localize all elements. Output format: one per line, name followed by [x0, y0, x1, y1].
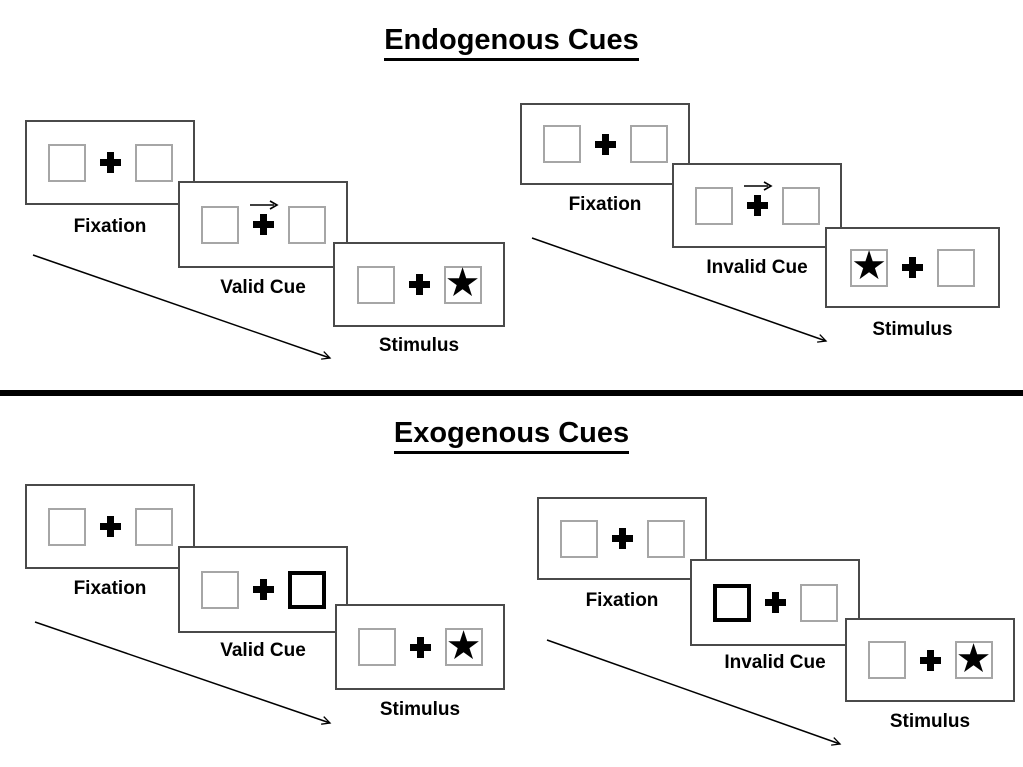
fixation-panel: [25, 120, 195, 205]
panel-label: Invalid Cue: [706, 257, 808, 278]
plus-icon: [409, 636, 431, 658]
left-placeholder-square: [694, 186, 733, 225]
fixation-panel: [520, 103, 690, 185]
plus-icon: [594, 133, 616, 155]
section-title-text: Exogenous Cues: [393, 417, 630, 454]
right-stimulus-square: ★: [954, 635, 993, 682]
plus-icon: [764, 592, 786, 613]
panel-label: Fixation: [73, 578, 147, 599]
right-placeholder-square: [799, 583, 838, 622]
right-arrow-icon: [249, 200, 279, 210]
highlighted-square: [712, 583, 751, 622]
plus-icon: [611, 528, 633, 549]
plus-icon: [746, 195, 768, 216]
panel-label: Stimulus: [872, 319, 953, 340]
stimulus-panel: ★: [845, 618, 1015, 702]
right-placeholder-square: [287, 205, 326, 244]
panel-label: Fixation: [585, 590, 659, 611]
plus-icon: [252, 214, 274, 235]
right-arrow-icon: [743, 181, 773, 191]
right-placeholder-square: [781, 186, 820, 225]
panel-label: Stimulus: [378, 335, 460, 356]
cue-panel: [672, 163, 842, 248]
left-placeholder-square: [357, 628, 396, 666]
diagonal-arrow-icon: [531, 237, 828, 343]
highlighted-square: [287, 570, 326, 609]
left-placeholder-square: [47, 507, 86, 546]
plus-icon: [408, 274, 430, 295]
panel-label: Stimulus: [889, 711, 971, 732]
plus-icon: [252, 579, 274, 600]
star-icon: ★: [851, 243, 887, 289]
exogenous-section-title: Exogenous Cues: [0, 417, 1023, 454]
star-icon: ★: [445, 622, 482, 669]
panel-label: Stimulus: [379, 699, 461, 720]
central-cue: [743, 181, 773, 216]
star-icon: ★: [444, 260, 481, 306]
stimulus-panel: ★: [333, 242, 505, 327]
plus-icon: [902, 257, 923, 278]
left-placeholder-square: [200, 570, 239, 609]
star-icon: ★: [955, 635, 992, 682]
fixation-panel: [25, 484, 195, 569]
section-title-text: Endogenous Cues: [384, 24, 639, 61]
plus-icon: [919, 649, 941, 671]
stimulus-panel: ★: [335, 604, 505, 690]
left-placeholder-square: [559, 519, 598, 558]
fixation-panel: [537, 497, 707, 580]
left-placeholder-square: [356, 265, 395, 304]
panel-label: Invalid Cue: [724, 652, 826, 673]
right-placeholder-square: [629, 125, 668, 163]
cue-panel: [690, 559, 860, 646]
panel-label: Valid Cue: [220, 277, 306, 298]
right-placeholder-square: [134, 143, 173, 182]
right-stimulus-square: ★: [443, 260, 482, 306]
right-placeholder-square: [937, 248, 975, 287]
endogenous-section-title: Endogenous Cues: [0, 24, 1023, 61]
diagonal-arrow-icon: [32, 254, 332, 360]
right-placeholder-square: [134, 507, 173, 546]
left-placeholder-square: [867, 641, 906, 679]
cue-panel: [178, 546, 348, 633]
right-stimulus-square: ★: [444, 622, 483, 669]
panel-label: Fixation: [568, 194, 642, 215]
panel-label: Valid Cue: [220, 640, 306, 661]
panel-label: Fixation: [73, 216, 147, 237]
section-divider: [0, 390, 1023, 396]
left-stimulus-square: ★: [850, 243, 888, 289]
diagonal-arrow-icon: [34, 621, 332, 725]
plus-icon: [99, 516, 121, 537]
central-cue: [249, 200, 279, 235]
cue-panel: [178, 181, 348, 268]
left-placeholder-square: [200, 205, 239, 244]
plus-icon: [99, 152, 121, 173]
left-placeholder-square: [542, 125, 581, 163]
right-placeholder-square: [646, 519, 685, 558]
left-placeholder-square: [47, 143, 86, 182]
stimulus-panel: ★: [825, 227, 1000, 308]
